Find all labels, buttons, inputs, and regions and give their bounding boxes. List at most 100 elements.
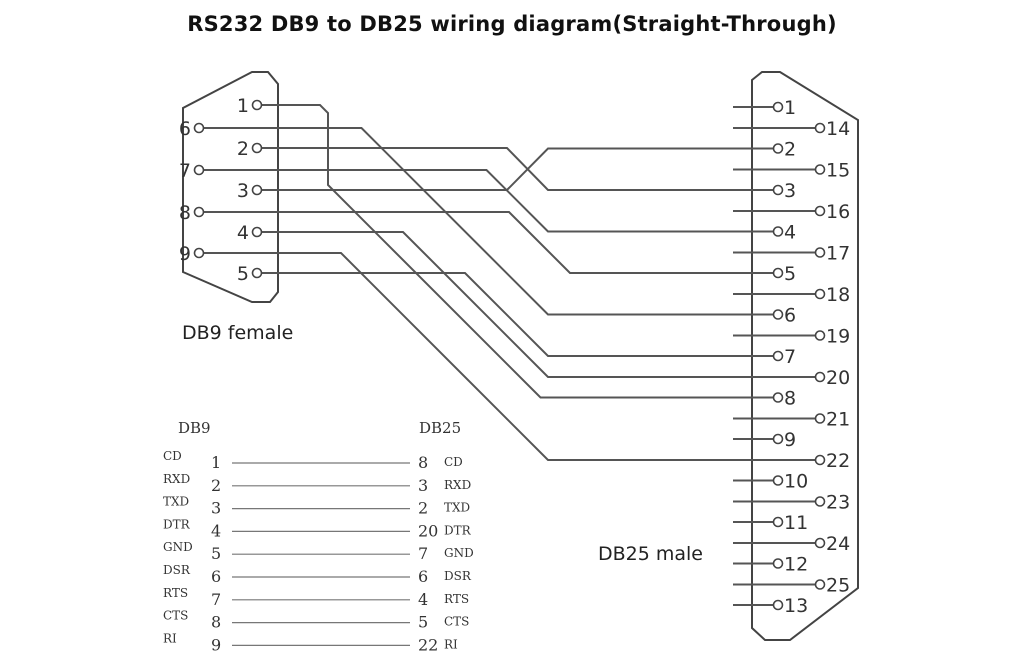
db25-pin-contact — [772, 475, 784, 486]
db25-pin-number: 6 — [784, 305, 796, 327]
wire-db9-9-to-db25-22 — [204, 252, 740, 461]
db25-pin-contact — [814, 579, 826, 590]
table-signal-right: RI — [444, 637, 458, 651]
diagram-title: RS232 DB9 to DB25 wiring diagram(Straigh… — [187, 12, 837, 36]
db25-pin-number: 11 — [784, 512, 808, 534]
db25-pin-contact — [772, 184, 784, 196]
db25-pin-contact — [814, 496, 826, 507]
db25-pin-contact — [772, 309, 784, 320]
db9-pin-socket — [251, 184, 263, 196]
db9-connector-label: DB9 female — [182, 322, 294, 344]
table-signal-left: RTS — [163, 586, 188, 600]
db25-pin-contact — [772, 392, 784, 403]
db25-pin-contact — [772, 143, 784, 154]
db9-pin-socket — [193, 206, 205, 218]
db9-pin-number: 4 — [237, 222, 249, 244]
wire-db9-4-to-db25-20 — [262, 231, 740, 378]
table-signal-left: RI — [163, 631, 177, 645]
table-db25-pin: 2 — [418, 499, 428, 518]
db9-pin-socket — [251, 142, 263, 154]
table-signal-right: CD — [444, 455, 463, 469]
table-header-db9: DB9 — [178, 419, 211, 437]
db25-pin-number: 13 — [784, 595, 808, 617]
db25-pins-group: 1234567891011121314151617181920212223242… — [733, 97, 850, 617]
db25-pin-contact — [772, 433, 784, 445]
db9-pin-socket — [193, 164, 205, 176]
db9-pin-socket — [251, 267, 263, 279]
db25-pin-number: 23 — [826, 492, 850, 514]
db9-pin-number: 6 — [179, 118, 191, 140]
db25-pin-number: 12 — [784, 554, 808, 576]
db25-pin-contact — [814, 454, 826, 466]
db25-pin-number: 7 — [784, 346, 796, 368]
db9-pin-number: 8 — [179, 202, 191, 224]
db25-pin-contact — [814, 288, 826, 300]
db25-connector-outline — [751, 71, 859, 641]
db25-pin-number: 15 — [826, 160, 850, 182]
table-db9-pin: 2 — [211, 476, 221, 495]
table-db9-pin: 5 — [211, 544, 221, 563]
db25-pin-number: 24 — [826, 533, 850, 555]
db9-pin-number: 2 — [237, 138, 249, 160]
db25-pin-number: 17 — [826, 243, 850, 265]
db9-pin-socket — [193, 247, 205, 259]
table-signal-right: GND — [444, 546, 474, 560]
table-signal-left: CTS — [163, 609, 188, 623]
table-db9-pin: 6 — [211, 567, 221, 586]
wire-db9-5-to-db25-7 — [262, 272, 740, 357]
table-db25-pin: 22 — [418, 635, 438, 654]
wire-db9-7-to-db25-4 — [204, 169, 740, 233]
db25-pin-contact — [772, 101, 784, 113]
db25-pin-number: 4 — [784, 222, 796, 244]
wire-db9-8-to-db25-5 — [204, 211, 740, 274]
db25-pin-contact — [814, 371, 826, 383]
table-signal-left: CD — [163, 449, 182, 463]
db25-pin-contact — [772, 516, 784, 528]
db9-pin-number: 1 — [237, 95, 249, 117]
db9-pin-socket — [251, 99, 263, 111]
table-signal-right: RTS — [444, 592, 469, 606]
db25-pin-number: 1 — [784, 97, 796, 119]
db9-pin-socket — [193, 122, 205, 134]
table-db25-pin: 8 — [418, 453, 428, 472]
db25-pin-contact — [814, 330, 826, 341]
table-db9-pin: 1 — [211, 453, 221, 472]
db25-pin-number: 8 — [784, 388, 796, 410]
db25-pin-contact — [772, 599, 784, 611]
table-db9-pin: 4 — [211, 521, 221, 540]
db25-pin-contact — [814, 205, 826, 217]
table-signal-right: DTR — [444, 523, 472, 537]
table-signal-left: DTR — [163, 517, 191, 531]
db25-connector-label: DB25 male — [598, 543, 704, 565]
table-db9-pin: 8 — [211, 613, 221, 632]
db25-pin-contact — [814, 537, 826, 549]
db25-pin-contact — [814, 247, 826, 258]
db25-pin-contact — [772, 267, 784, 279]
wires-group — [204, 104, 740, 461]
db25-pin-contact — [772, 558, 784, 569]
table-db25-pin: 7 — [418, 544, 428, 563]
table-db25-pin: 20 — [418, 521, 438, 540]
table-db9-pin: 3 — [211, 499, 221, 518]
db9-pin-number: 9 — [179, 243, 191, 265]
table-signal-right: DSR — [444, 569, 472, 583]
wire-db9-3-to-db25-2 — [262, 147, 740, 191]
db25-pin-number: 14 — [826, 118, 850, 140]
table-db9-pin: 7 — [211, 590, 221, 609]
table-signal-left: DSR — [163, 563, 191, 577]
table-signal-left: TXD — [163, 495, 189, 509]
db25-pin-contact — [814, 413, 826, 424]
table-header-db25: DB25 — [419, 419, 461, 437]
table-signal-left: GND — [163, 540, 193, 554]
db25-pin-number: 21 — [826, 409, 850, 431]
table-signal-right: CTS — [444, 615, 469, 629]
table-db25-pin: 6 — [418, 567, 428, 586]
table-signal-left: RXD — [163, 472, 190, 486]
db25-pin-number: 18 — [826, 284, 850, 306]
db25-pin-number: 22 — [826, 450, 850, 472]
table-db9-pin: 9 — [211, 635, 221, 654]
table-db25-pin: 3 — [418, 476, 428, 495]
